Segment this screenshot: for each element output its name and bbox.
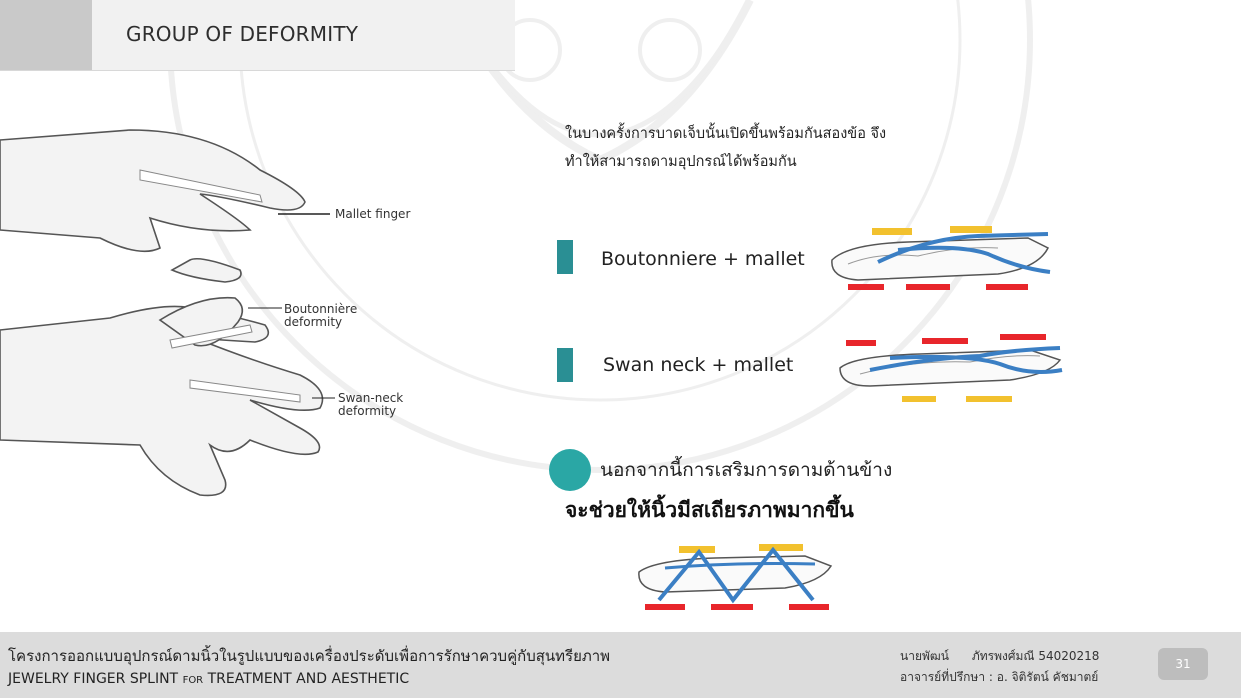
tendon-line bbox=[889, 354, 1063, 374]
footer-en-for: FOR bbox=[182, 675, 204, 686]
boutonniere-mallet-splint-diagram bbox=[831, 226, 1051, 290]
red-splint-bar bbox=[986, 284, 1028, 290]
item-label-swan-neck-mallet: Swan neck + mallet bbox=[603, 354, 794, 376]
yellow-splint-bar bbox=[679, 546, 715, 553]
zigzag-support bbox=[657, 546, 815, 604]
yellow-splint-bar bbox=[872, 228, 912, 235]
yellow-splint-bar bbox=[966, 396, 1012, 402]
tendon-line bbox=[897, 245, 1051, 274]
slide-title: GROUP OF DEFORMITY bbox=[126, 22, 359, 46]
footer-bar bbox=[0, 632, 1241, 698]
footer-en-part-b: TREATMENT AND AESTHETIC bbox=[207, 671, 410, 687]
footer-english-title: JEWELRY FINGER SPLINT FOR TREATMENT AND … bbox=[8, 671, 409, 687]
intro-line-1: ในบางครั้งการบาดเจ็บนั้นเปิดขึ้นพร้อมกัน… bbox=[565, 126, 887, 142]
footer-thai-project-title: โครงการออกแบบอุปกรณ์ดามนิ้วในรูปแบบของเค… bbox=[8, 647, 611, 665]
red-splint-bar bbox=[846, 340, 876, 346]
note-line-1: นอกจากนี้การเสริมการดามด้านข้าง bbox=[600, 459, 893, 481]
bullet-marker bbox=[557, 348, 573, 382]
swan-neck-label-line2: deformity bbox=[338, 404, 397, 418]
red-splint-bar bbox=[645, 604, 685, 610]
swan-neck-label-line1: Swan-neck bbox=[338, 391, 404, 405]
bullet-marker bbox=[557, 240, 573, 274]
red-splint-bar bbox=[848, 284, 884, 290]
boutonniere-label-line2: deformity bbox=[284, 315, 343, 329]
page-number: 31 bbox=[1158, 648, 1208, 680]
footer-en-part-a: JEWELRY FINGER SPLINT bbox=[8, 671, 179, 687]
red-splint-bar bbox=[1000, 334, 1046, 340]
title-accent-tab bbox=[0, 0, 92, 70]
footer-student: นายพัฒน์ ภัทรพงศ์มณี 54020218 bbox=[900, 649, 1100, 663]
item-label-boutonniere-mallet: Boutonniere + mallet bbox=[601, 248, 805, 270]
red-splint-bar bbox=[789, 604, 829, 610]
yellow-splint-bar bbox=[902, 396, 936, 402]
yellow-splint-bar bbox=[759, 544, 803, 551]
swan-neck-mallet-splint-diagram bbox=[839, 334, 1063, 402]
footer-advisor: อาจารย์ที่ปรึกษา : อ. จิติรัตน์ คัชมาตย์ bbox=[900, 670, 1099, 684]
red-splint-bar bbox=[711, 604, 753, 610]
intro-text: ในบางครั้งการบาดเจ็บนั้นเปิดขึ้นพร้อมกัน… bbox=[565, 120, 886, 176]
boutonniere-label-line1: Boutonnière bbox=[284, 302, 358, 316]
yellow-splint-bar bbox=[950, 226, 992, 233]
lateral-splint-diagram bbox=[638, 544, 833, 610]
intro-line-2: ทำให้สามารถดามอุปกรณ์ได้พร้อมกัน bbox=[565, 154, 797, 170]
red-splint-bar bbox=[906, 284, 950, 290]
hand-deformity-illustration bbox=[0, 129, 335, 497]
tendon-line bbox=[869, 346, 1061, 372]
tendon-line bbox=[877, 232, 1049, 264]
note-line-2: จะช่วยให้นิ้วมีสเถียรภาพมากขึ้น bbox=[565, 498, 854, 522]
note-bullet-dot bbox=[549, 449, 591, 491]
mallet-finger-label: Mallet finger bbox=[335, 207, 411, 221]
red-splint-bar bbox=[922, 338, 968, 344]
title-bar bbox=[0, 0, 515, 71]
